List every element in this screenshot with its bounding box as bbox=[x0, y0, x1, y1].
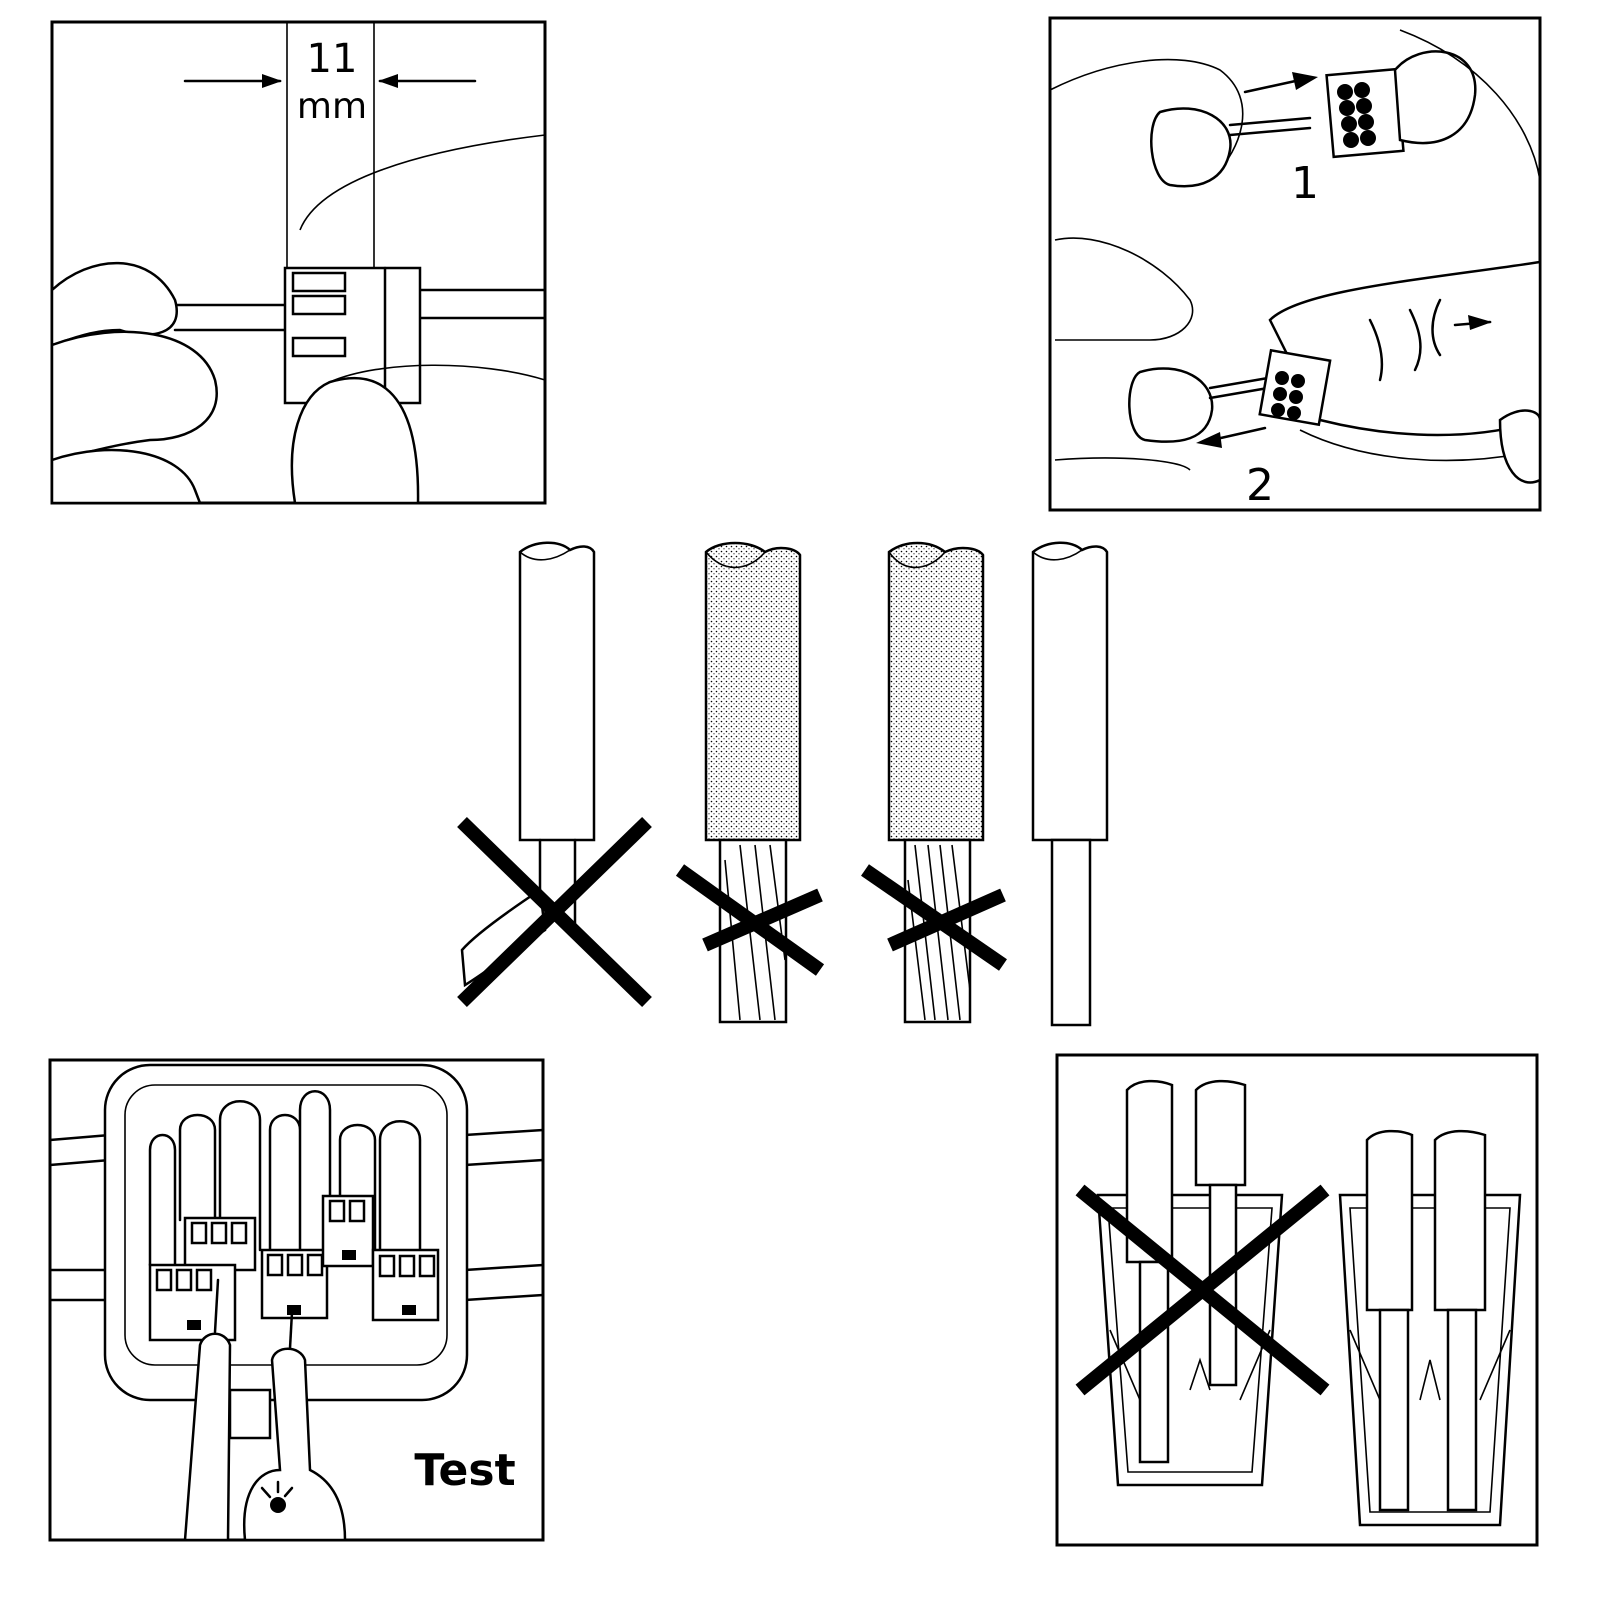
test-label: Test bbox=[414, 1445, 515, 1496]
wire-solid-wrong bbox=[457, 541, 652, 1008]
panel-test: Test bbox=[48, 1058, 545, 1542]
wire-stranded-wrong-1 bbox=[675, 541, 825, 1024]
voltage-tester-probes bbox=[183, 1278, 347, 1542]
step-2-label: 2 bbox=[1246, 460, 1274, 511]
connector bbox=[283, 266, 422, 405]
hand-right bbox=[290, 364, 546, 505]
connector-top bbox=[1325, 67, 1405, 159]
wire-stranded-wrong-2 bbox=[861, 541, 1007, 1024]
panel-insert-remove: 1 2 bbox=[1048, 16, 1542, 512]
connectors bbox=[148, 1194, 440, 1342]
connector-correct bbox=[1338, 1129, 1522, 1527]
wire-types bbox=[457, 541, 1109, 1027]
step-1-label: 1 bbox=[1291, 158, 1319, 209]
connector-wrong bbox=[1075, 1079, 1330, 1487]
hand-left bbox=[50, 261, 218, 505]
panel-strip-length: 11 mm bbox=[50, 20, 547, 505]
panel-insertion-depth bbox=[1055, 1053, 1539, 1547]
strip-length-unit: mm bbox=[297, 86, 367, 127]
connector-bottom bbox=[1258, 348, 1332, 427]
strip-length-value: 11 bbox=[307, 36, 358, 82]
dimension-arrows bbox=[183, 74, 477, 88]
wire-solid-correct bbox=[1031, 541, 1109, 1027]
